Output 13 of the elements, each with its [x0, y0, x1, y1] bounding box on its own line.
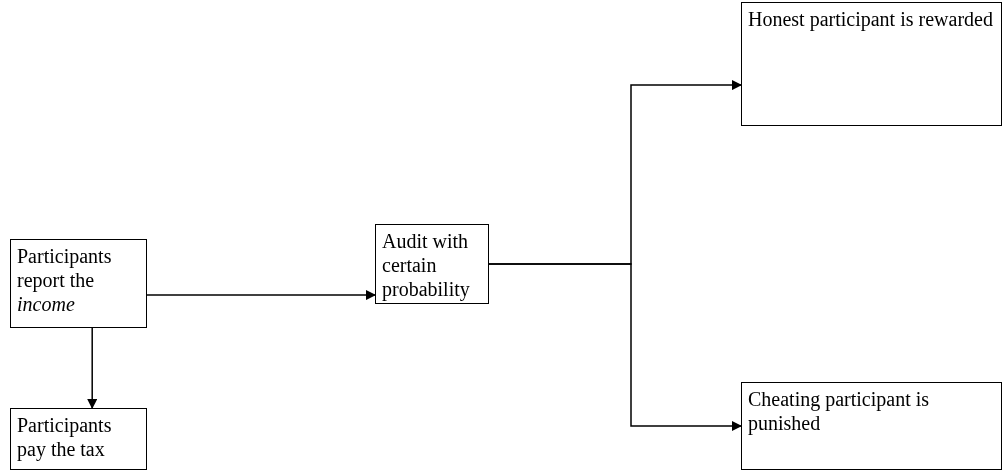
box-label: Cheating participant is punished	[748, 387, 931, 435]
arrow	[146, 290, 376, 301]
box-label: Participants report the income	[17, 244, 113, 316]
arrow	[87, 327, 98, 409]
box-label: Audit with certain probability	[382, 229, 471, 301]
process-box	[375, 224, 489, 304]
process-box	[741, 2, 1002, 126]
box-label: Honest participant is rewarded	[748, 7, 994, 31]
process-box	[10, 408, 147, 470]
process-box	[10, 239, 147, 328]
process-box	[741, 382, 1002, 470]
box-label: Participants pay the tax	[17, 413, 113, 461]
arrow	[488, 263, 742, 431]
